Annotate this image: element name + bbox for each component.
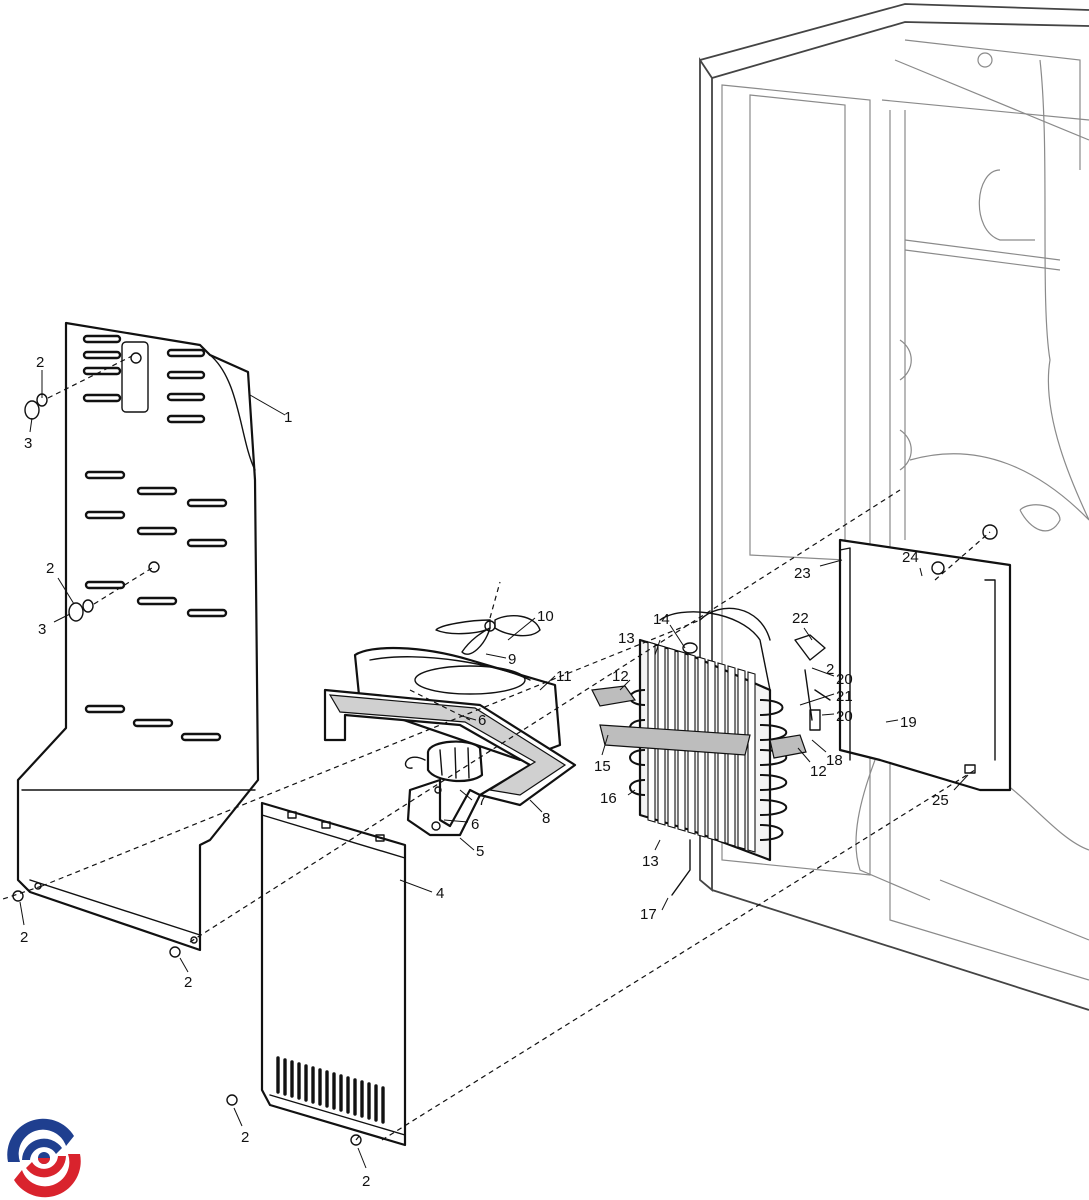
leader-lines xyxy=(19,370,969,1169)
motor-bracket-part-5 xyxy=(406,778,482,837)
callout-2: 2 xyxy=(20,929,28,946)
callout-23: 23 xyxy=(794,565,811,582)
callout-3: 3 xyxy=(24,435,32,452)
callout-12: 12 xyxy=(810,763,827,780)
callout-21: 21 xyxy=(836,688,853,705)
callout-10: 10 xyxy=(537,608,554,625)
cover-panel-part-4 xyxy=(226,801,407,1147)
alignment-lines xyxy=(0,489,991,1141)
callout-20: 20 xyxy=(836,671,853,688)
callout-11: 11 xyxy=(556,668,572,685)
callout-4: 4 xyxy=(436,885,444,902)
coil-loops xyxy=(629,689,788,841)
fan-blade-part-10 xyxy=(435,581,541,655)
callout-18: 18 xyxy=(826,752,843,769)
callout-25: 25 xyxy=(932,792,949,809)
fan-motor-part-7 xyxy=(404,740,484,783)
callout-24: 24 xyxy=(902,549,919,566)
callout-8: 8 xyxy=(542,810,550,827)
callout-6: 6 xyxy=(471,816,479,833)
callout-13: 13 xyxy=(618,630,635,647)
callout-1: 1 xyxy=(284,409,292,426)
cover-grille xyxy=(276,1056,385,1124)
callout-19: 19 xyxy=(900,714,917,731)
callout-22: 22 xyxy=(792,610,809,627)
evaporator-fins xyxy=(647,641,756,853)
callout-2: 2 xyxy=(46,560,54,577)
callout-labels: 2 3 1 2 3 2 2 4 5 6 7 6 8 9 10 11 12 13 … xyxy=(20,354,949,1190)
callout-3: 3 xyxy=(38,621,46,638)
callout-2: 2 xyxy=(184,974,192,991)
vent-slots xyxy=(82,334,228,742)
callout-15: 15 xyxy=(594,758,611,775)
callout-20: 20 xyxy=(836,708,853,725)
callout-2: 2 xyxy=(826,661,834,678)
callout-14: 14 xyxy=(653,611,670,628)
callout-6: 6 xyxy=(478,712,486,729)
callout-12: 12 xyxy=(612,668,629,685)
callout-7: 7 xyxy=(478,792,486,809)
callout-13: 13 xyxy=(642,853,659,870)
callout-2: 2 xyxy=(241,1129,249,1146)
evaporator-coil-part-16 xyxy=(591,607,807,896)
callout-9: 9 xyxy=(508,651,516,668)
evaporator-cover-part-23 xyxy=(838,524,1012,792)
refrigerator-cabinet xyxy=(699,3,1089,1011)
rear-panel-part-1 xyxy=(16,321,260,952)
brand-swirl-logo xyxy=(6,1118,82,1198)
callout-5: 5 xyxy=(476,843,484,860)
fan-bracket-part-8 xyxy=(323,688,577,807)
callout-17: 17 xyxy=(640,906,657,923)
callout-2: 2 xyxy=(36,354,44,371)
callout-16: 16 xyxy=(600,790,617,807)
callout-2: 2 xyxy=(362,1173,370,1190)
